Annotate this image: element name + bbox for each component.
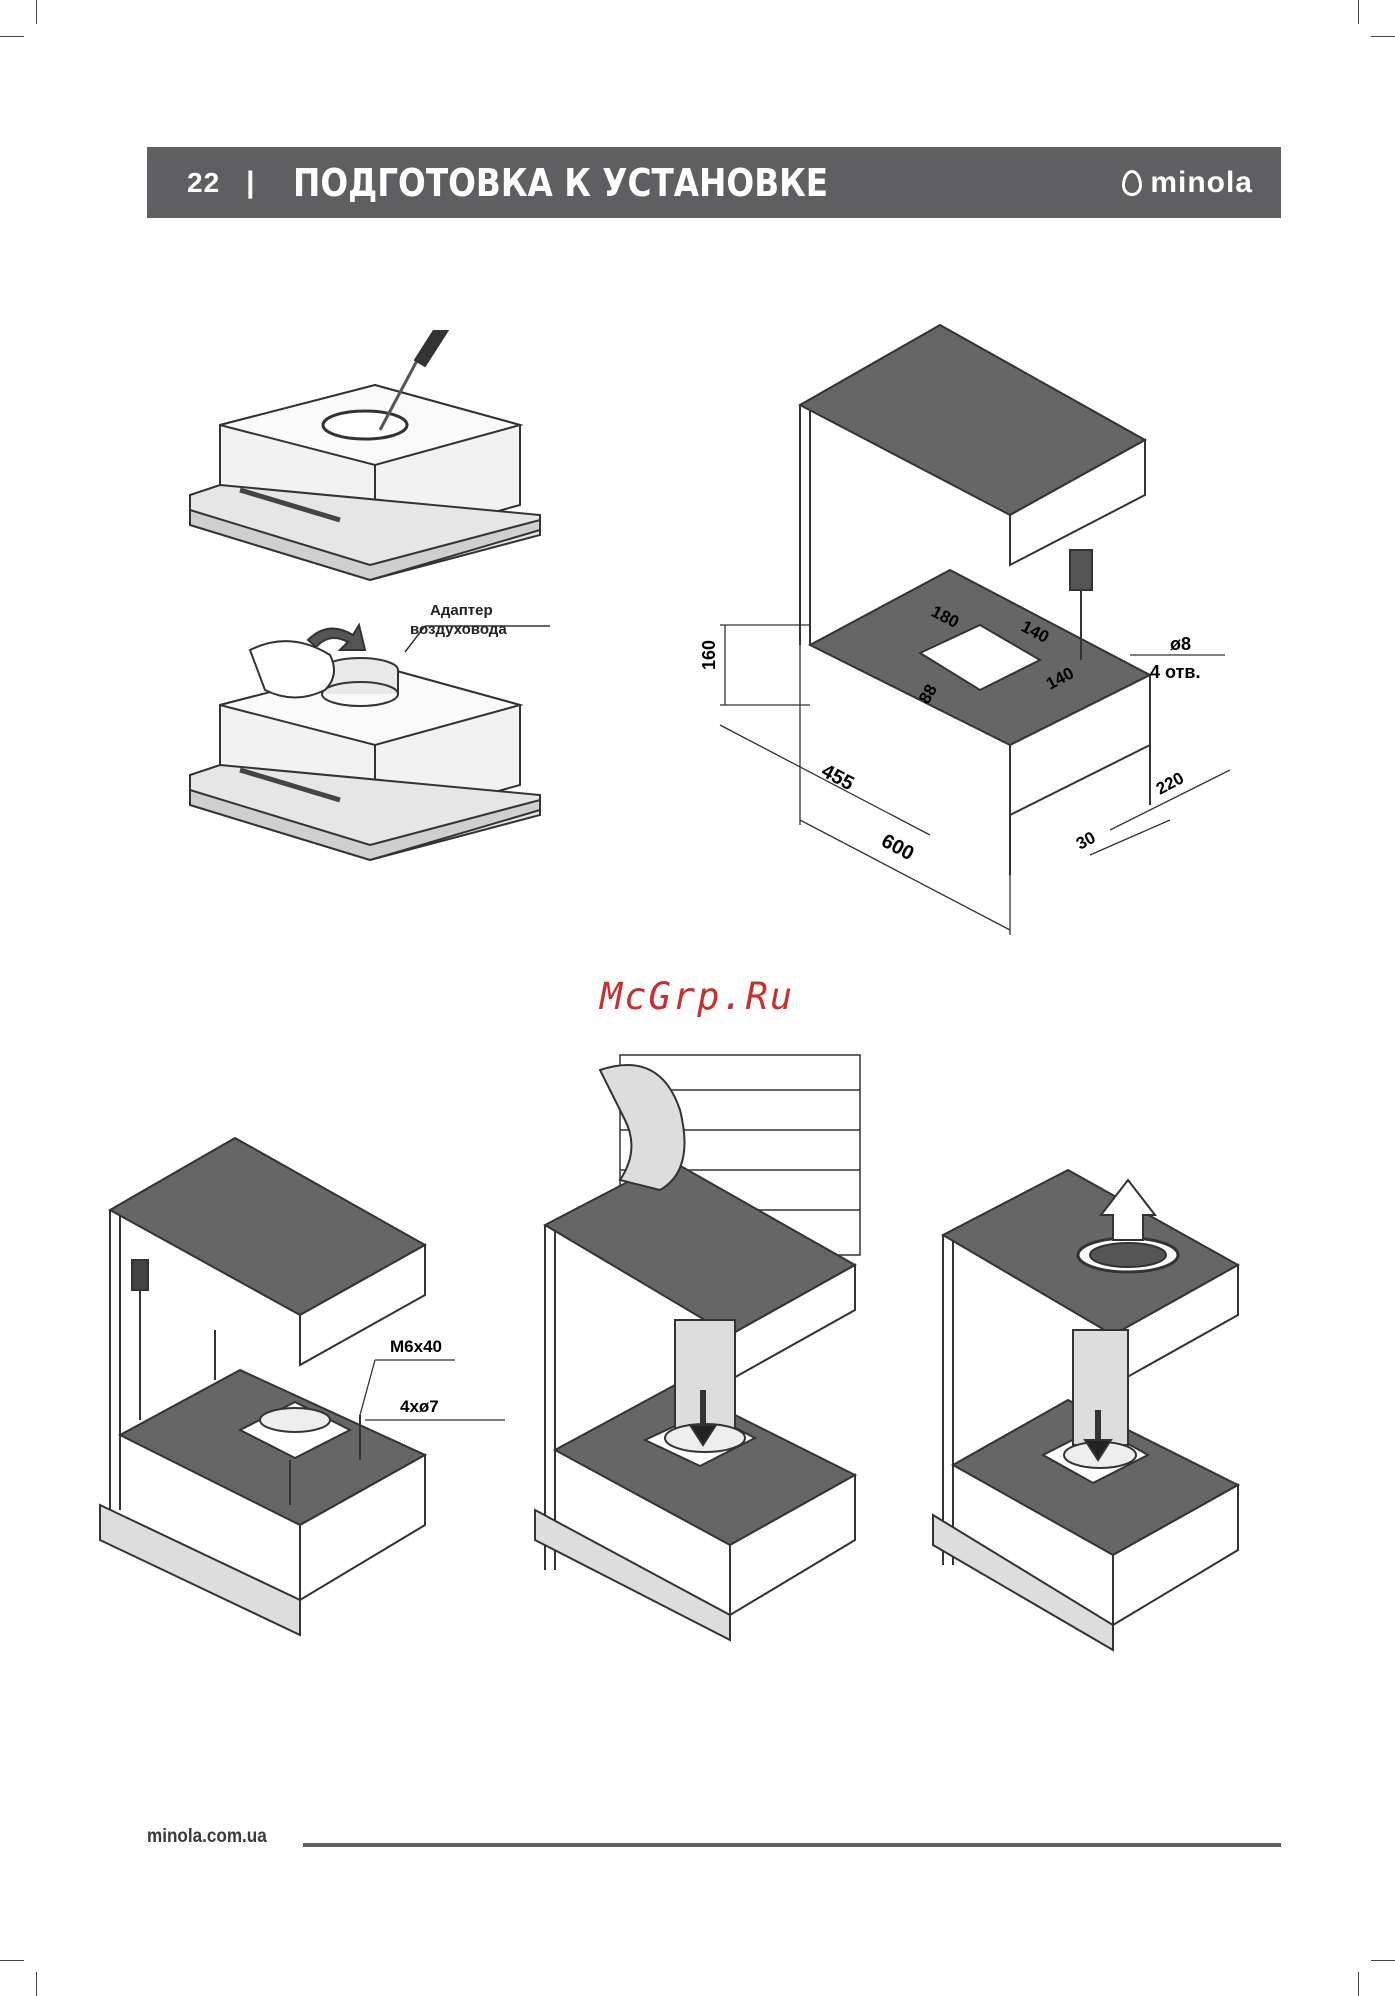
hole-diameter-label: ø8 [1170,634,1191,654]
figure-hood-adapter: Адаптер воздуховода [180,330,570,870]
header-separator: | [246,166,254,200]
figure-cabinet-dimensions: 160 180 140 140 88 455 600 220 30 ø8 4 о… [690,315,1250,955]
dim-160: 160 [699,640,719,670]
page-number: 22 [187,167,220,199]
drop-icon [1122,170,1142,196]
page-title: ПОДГОТОВКА К УСТАНОВКЕ [293,161,828,205]
figure-duct-wall [525,1050,865,1650]
watermark: McGrp.Ru [600,975,794,1018]
dim-600: 600 [878,830,918,865]
dim-455: 455 [818,760,858,795]
holes-label: 4xø7 [400,1397,439,1416]
crop-mark-top-left-h [0,36,24,37]
section-header: 22 | ПОДГОТОВКА К УСТАНОВКЕ minola [147,147,1281,218]
figure-exhaust-up [928,1165,1248,1655]
crop-mark-bottom-left-h [0,1960,24,1961]
screw-size-label: M6x40 [390,1337,442,1356]
footer-website[interactable]: minola.com.ua [147,1826,267,1848]
figure-mounting-screws: M6x40 4xø7 [95,1130,515,1670]
adapter-label-line1: Адаптер [430,602,493,619]
brand-name: minola [1150,166,1253,200]
crop-mark-bottom-left-v [36,1972,37,1996]
crop-mark-bottom-right-v [1358,1972,1359,1996]
crop-mark-bottom-right-h [1371,1960,1395,1961]
crop-mark-top-right-h [1371,36,1395,37]
hole-count-label: 4 отв. [1150,662,1200,682]
footer-divider [303,1843,1281,1847]
adapter-label-line2: воздуховода [410,621,507,638]
crop-mark-top-left-v [36,0,37,24]
dim-30: 30 [1073,828,1099,854]
brand-logo: minola [1122,147,1253,218]
crop-mark-top-right-v [1358,0,1359,24]
